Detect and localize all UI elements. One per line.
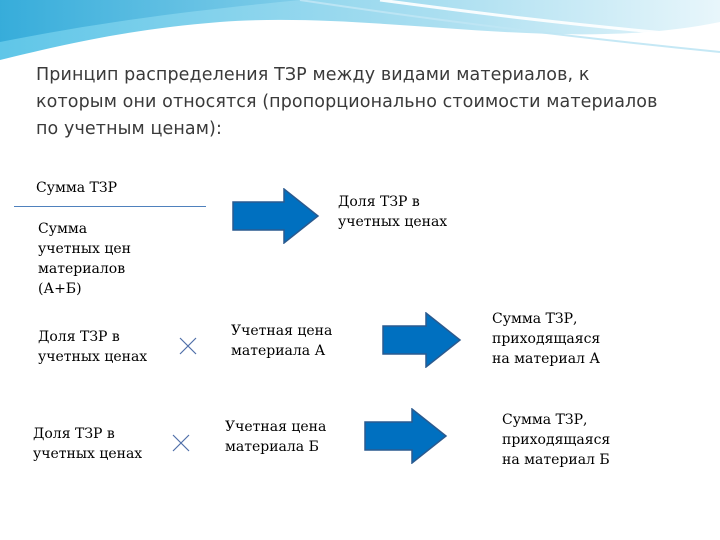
factor-price-a: Учетная цена материала А	[231, 323, 333, 359]
header-wave-decoration	[0, 0, 720, 60]
result-sum-a: Сумма ТЗР, приходящаяся на материал А	[492, 311, 601, 367]
factor-share-tzr: Доля ТЗР в учетных ценах	[38, 329, 148, 365]
multiply-icon	[179, 337, 197, 355]
factor-share-tzr-2: Доля ТЗР в учетных ценах	[33, 426, 143, 462]
factor-price-b: Учетная цена материала Б	[225, 419, 327, 455]
numerator-sum-tzr: Сумма ТЗР	[36, 180, 118, 196]
right-arrow-icon	[232, 188, 320, 244]
multiply-icon	[172, 434, 190, 452]
slide-title: Принцип распределения ТЗР между видами м…	[36, 65, 658, 139]
fraction-line	[14, 206, 206, 207]
denominator-sum-prices: Сумма учетных цен материалов (А+Б)	[38, 221, 131, 297]
right-arrow-icon	[382, 312, 462, 368]
right-arrow-icon	[364, 408, 448, 464]
result-sum-b: Сумма ТЗР, приходящаяся на материал Б	[502, 412, 611, 468]
result-share-tzr: Доля ТЗР в учетных ценах	[338, 194, 448, 230]
